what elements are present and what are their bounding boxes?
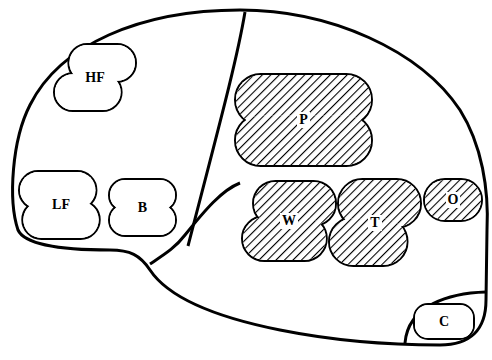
region-outline [425,180,481,220]
region-fill [415,305,473,338]
brain-region: P [236,75,371,165]
region-label: T [368,215,381,231]
brain-region: C [415,305,473,338]
region-ground [415,305,473,338]
region-label: C [437,314,451,330]
region-label: O [446,192,461,208]
cortex-outline [13,10,488,345]
region-label: P [297,112,310,128]
brain-region: B [110,180,175,235]
brain-region: W [243,182,335,260]
region-label: W [280,213,298,229]
brain-region: T [330,180,420,265]
region-fill [425,180,481,220]
region-outline [415,305,473,338]
cerebellum-line [405,292,486,343]
region-label: LF [50,197,72,213]
region-label: HF [83,70,106,86]
region-label: B [136,200,149,216]
region-ground [425,180,481,220]
brain-region: O [425,180,481,220]
brain-region: HF [55,45,135,110]
brain-region: LF [20,172,102,238]
